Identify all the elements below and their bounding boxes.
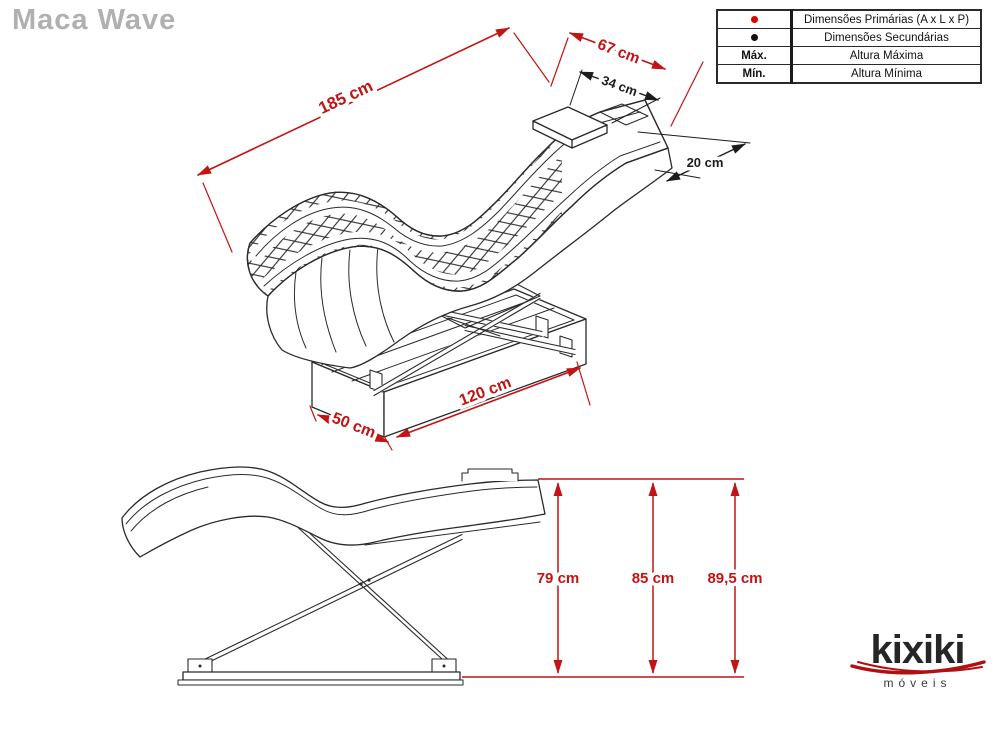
dimension-label-h2: 85 cm: [632, 570, 675, 587]
page-title: Maca Wave: [12, 4, 177, 36]
legend-symbol-max: Máx.: [717, 46, 793, 65]
headrest-pad: [532, 106, 608, 149]
isometric-view: [246, 99, 673, 438]
dimension-label-width: 67 cm: [595, 36, 642, 68]
dimension-height-min: 79 cm: [533, 482, 583, 674]
logo-swoosh-icon: [849, 660, 986, 675]
legend-row-max: Máx. Altura Máxima: [717, 46, 981, 65]
legend-row-secondary: Dimensões Secundárias: [717, 28, 981, 47]
dimension-label-h3: 89,5 cm: [707, 570, 762, 587]
side-scissor-legs: [197, 521, 465, 668]
legend-row-primary: Dimensões Primárias (A x L x P): [717, 10, 981, 29]
secondary-dimension-dot-icon: [750, 33, 758, 41]
dimension-height-mid: 85 cm: [628, 482, 678, 674]
legend-table: Dimensões Primárias (A x L x P) Dimensõe…: [716, 9, 982, 84]
primary-dimension-dot-icon: [750, 15, 758, 23]
brand-subtitle: móveis: [883, 676, 952, 690]
dimension-thickness: 20 cm: [637, 131, 751, 182]
legend-label: Altura Máxima: [791, 46, 981, 65]
brand-logo: kixiki móveis: [845, 630, 990, 690]
side-base: [177, 658, 464, 686]
legend-row-min: Mín. Altura Mínima: [717, 64, 981, 83]
side-table-profile: [121, 466, 546, 558]
dimension-height-max: 89,5 cm: [704, 482, 766, 674]
height-dimensions: 79 cm 85 cm 89,5 cm: [462, 478, 766, 678]
legend-label: Dimensões Primárias (A x L x P): [803, 13, 970, 26]
dimension-label-h1: 79 cm: [537, 570, 580, 587]
legend-symbol-min: Mín.: [717, 64, 793, 83]
dimension-label-thickness: 20 cm: [687, 155, 724, 170]
legend-label: Altura Mínima: [791, 64, 981, 83]
dimension-label-length: 185 cm: [316, 76, 376, 118]
side-view: [121, 466, 546, 686]
dimension-label-headrest: 34 cm: [600, 72, 640, 99]
side-headrest: [461, 468, 519, 482]
brand-name: kixiki: [870, 628, 965, 672]
legend-label: Dimensões Secundárias: [791, 28, 981, 47]
